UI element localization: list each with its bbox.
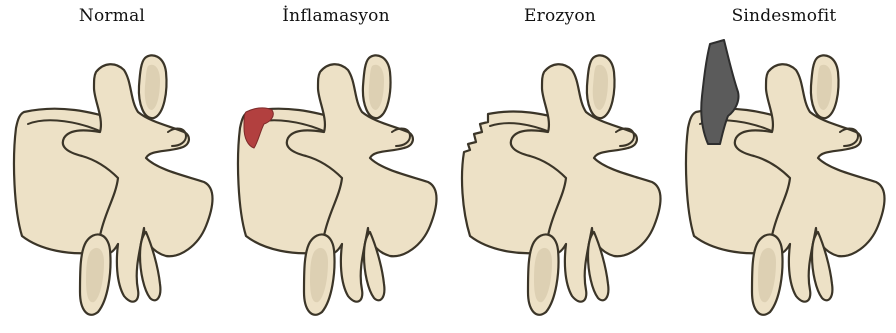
panel-inflammation: İnflamasyon bbox=[224, 0, 448, 333]
vertebra-inflammation-drawing bbox=[238, 55, 437, 314]
panel-normal: Normal bbox=[0, 0, 224, 333]
panel-erosion: Erozyon bbox=[448, 0, 672, 333]
vertebra-inflammation bbox=[224, 0, 448, 333]
vertebra-erosion-drawing bbox=[462, 55, 661, 314]
vertebra-normal bbox=[0, 0, 224, 333]
vertebra-syndesmophyte-drawing bbox=[686, 40, 885, 315]
vertebra-normal-drawing bbox=[14, 55, 213, 314]
vertebra-erosion bbox=[448, 0, 672, 333]
vertebra-syndesmophyte bbox=[672, 0, 896, 333]
panel-syndesmophyte: Sindesmofit bbox=[672, 0, 896, 333]
